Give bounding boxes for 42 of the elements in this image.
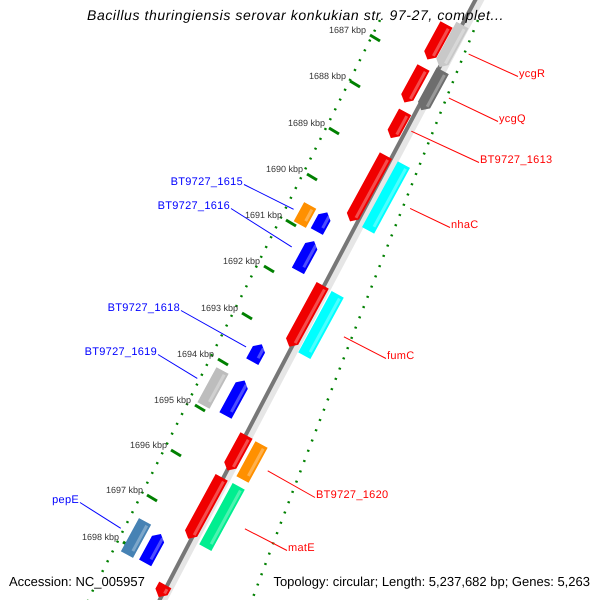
gene-label: matE xyxy=(288,542,315,555)
tick-label: 1698 kbp xyxy=(82,531,119,544)
gene-feature xyxy=(152,582,172,600)
gene-label: pepE xyxy=(52,494,79,507)
tick-label: 1691 kbp xyxy=(244,209,282,222)
tick-label: 1696 kbp xyxy=(130,439,167,452)
map-title: Bacillus thuringiensis serovar konkukian str. 97-27, complet... xyxy=(87,9,504,22)
leader-line xyxy=(80,502,122,529)
leader-line xyxy=(244,184,294,210)
gene-label: nhaC xyxy=(451,219,478,232)
gene-label: BT9727_1619 xyxy=(84,346,157,359)
leader-line xyxy=(158,354,198,379)
leader-line xyxy=(244,528,288,551)
tick-label: 1695 kbp xyxy=(154,394,191,407)
gene-label: BT9727_1620 xyxy=(316,489,388,502)
tick-label: 1690 kbp xyxy=(266,163,303,176)
leader-line xyxy=(180,310,247,348)
leader-line xyxy=(410,130,480,163)
summary-text: Topology: circular; Length: 5,237,682 bp; Genes: 5,263 xyxy=(273,575,590,588)
leader-line xyxy=(267,470,316,498)
accession-text: Accession: NC_005957 xyxy=(9,575,145,588)
gene-feature xyxy=(294,202,316,228)
tick-label: 1692 kbp xyxy=(222,255,260,268)
tick-label: 1697 kbp xyxy=(106,484,143,497)
gene-label: BT9727_1613 xyxy=(480,154,552,167)
gene-label: BT9727_1615 xyxy=(170,176,243,189)
gene-label: BT9727_1618 xyxy=(108,302,180,315)
gene-feature xyxy=(197,367,229,409)
tick-label: 1694 kbp xyxy=(176,348,214,361)
tick-label: 1693 kbp xyxy=(200,302,238,315)
gene-label: ycgQ xyxy=(499,113,526,126)
leader-line xyxy=(468,54,518,77)
leader-line xyxy=(343,336,386,359)
tick-label: 1689 kbp xyxy=(288,117,325,130)
tick-label: 1688 kbp xyxy=(308,70,346,83)
gene-label: fumC xyxy=(387,350,414,363)
gene-label: BT9727_1616 xyxy=(158,200,230,213)
gene-label: ycgR xyxy=(519,68,546,81)
leader-line xyxy=(230,208,292,248)
leader-line xyxy=(448,98,498,122)
leader-line xyxy=(410,208,450,228)
tick-label: 1687 kbp xyxy=(328,24,366,37)
